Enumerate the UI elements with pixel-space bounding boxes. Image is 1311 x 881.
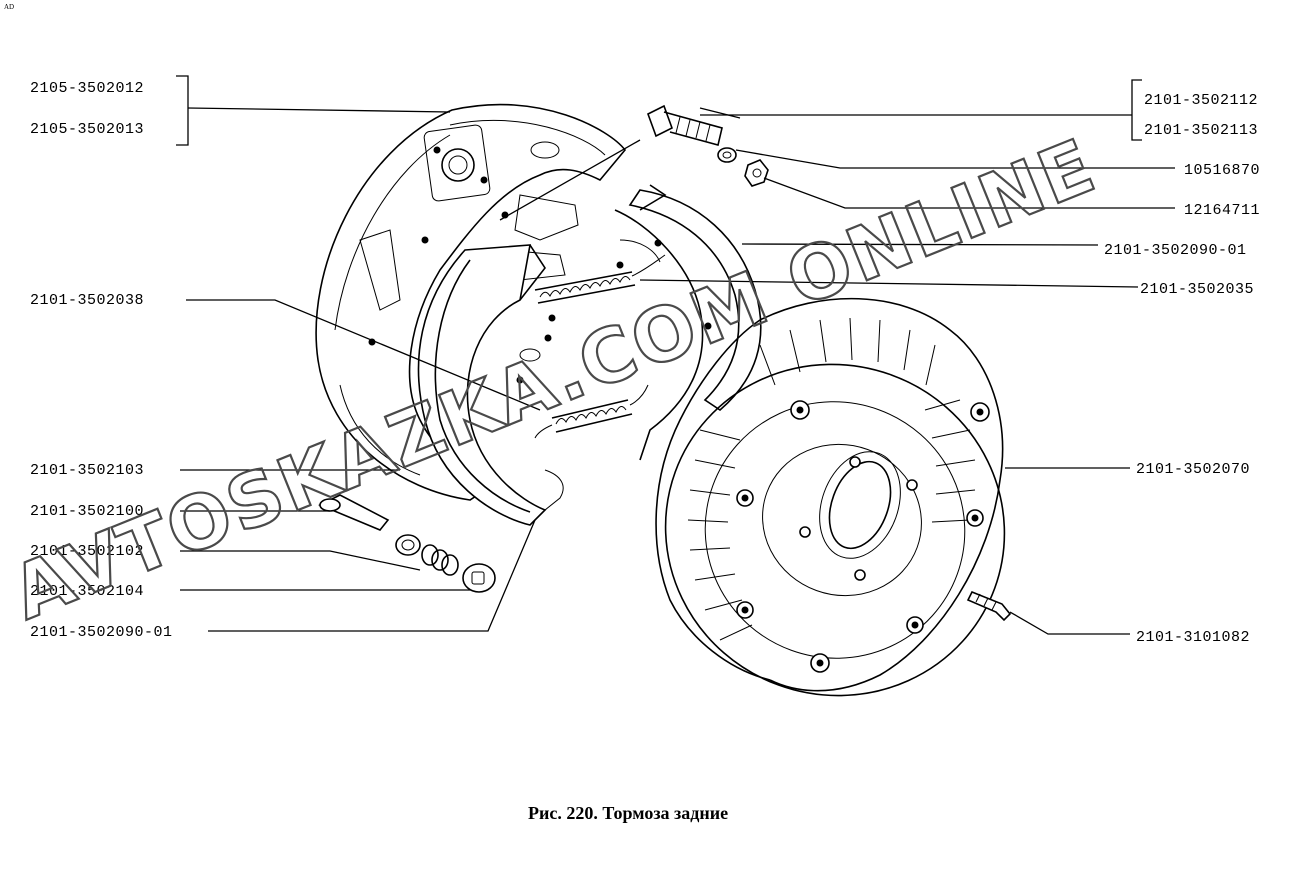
label-2101-3502113: 2101-3502113 [1144, 122, 1258, 139]
label-2105-3502013: 2105-3502013 [30, 121, 144, 138]
label-2101-3502038: 2101-3502038 [30, 292, 144, 309]
brake-drum-drawing [655, 297, 1006, 697]
label-2101-3502112: 2101-3502112 [1144, 92, 1258, 109]
backing-plate-drawing [315, 103, 627, 501]
label-2101-3502090-01-left: 2101-3502090-01 [30, 624, 173, 641]
label-2105-3502012: 2105-3502012 [30, 80, 144, 97]
pin-spring-drawing [421, 544, 459, 576]
label-2101-3502100: 2101-3502100 [30, 503, 144, 520]
label-2101-3502102: 2101-3502102 [30, 543, 144, 560]
label-2101-3502103: 2101-3502103 [30, 462, 144, 479]
label-12164711: 12164711 [1184, 202, 1260, 219]
watermark: AVTOSKAZKA.COM ONLINE [1, 123, 1108, 637]
figure-caption: Рис. 220. Тормоза задние [528, 803, 728, 823]
label-2101-3502070: 2101-3502070 [1136, 461, 1250, 478]
pin-washer-drawing [462, 563, 496, 593]
drum-fins [687, 317, 976, 641]
upper-spring-drawing [534, 254, 666, 304]
brake-shoe-rear-drawing [417, 244, 564, 526]
label-2101-3502104: 2101-3502104 [30, 583, 144, 600]
drum-bolt-holes [736, 400, 990, 673]
label-2101-3101082: 2101-3101082 [1136, 629, 1250, 646]
nut-drawing [744, 159, 769, 187]
label-2101-3502090-01-right: 2101-3502090-01 [1104, 242, 1247, 259]
lower-spring-drawing [534, 384, 649, 439]
corner-mark: AD [4, 3, 14, 11]
washer-drawing [717, 147, 737, 163]
support-pin-drawing [318, 494, 390, 531]
pin-cup-drawing [395, 534, 421, 556]
brake-shoe-front-drawing [614, 184, 762, 461]
leader-lines [176, 75, 1175, 635]
label-2101-3502035: 2101-3502035 [1140, 281, 1254, 298]
label-10516870: 10516870 [1184, 162, 1260, 179]
bolt-drawing [647, 104, 723, 146]
bleeder-valve-drawing [966, 590, 1012, 622]
